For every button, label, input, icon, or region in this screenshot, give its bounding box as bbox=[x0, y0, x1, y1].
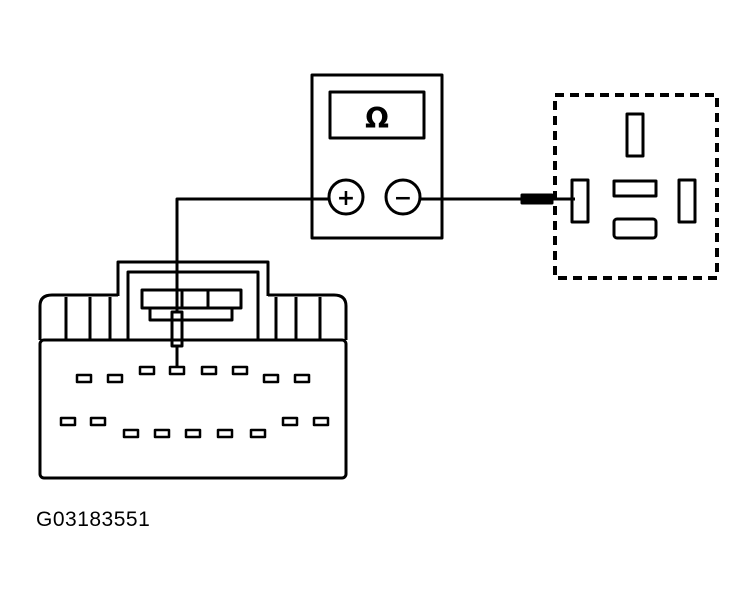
connector-upper-shell bbox=[38, 293, 348, 340]
negative-probe-tip bbox=[520, 193, 554, 205]
relay-outline bbox=[553, 93, 719, 280]
positive-terminal bbox=[327, 178, 365, 216]
relay-terminal-bottom bbox=[612, 217, 658, 240]
positive-terminal-label: + bbox=[337, 186, 355, 211]
relay-terminal-center bbox=[612, 179, 658, 198]
negative-terminal bbox=[384, 178, 422, 216]
connector-latch-inner bbox=[126, 270, 260, 296]
relay-terminal-left bbox=[570, 178, 590, 224]
figure-id: G03183551 bbox=[36, 508, 151, 531]
ohmmeter-display bbox=[328, 90, 426, 140]
connector-pin-row-1 bbox=[75, 365, 311, 384]
probed-pin-cavity bbox=[168, 365, 186, 376]
relay bbox=[553, 93, 719, 280]
connector-pin-row-2 bbox=[59, 416, 330, 439]
ohm-symbol: Ω bbox=[365, 102, 389, 135]
relay-terminal-top bbox=[625, 112, 645, 158]
connector-latch-window bbox=[140, 288, 243, 310]
connector-body bbox=[38, 338, 348, 480]
ohmmeter: Ω + − bbox=[310, 73, 444, 240]
connector-latch-housing bbox=[116, 260, 270, 296]
positive-test-lead bbox=[175, 197, 329, 345]
relay-terminal-right bbox=[677, 178, 697, 224]
negative-terminal-label: − bbox=[394, 186, 412, 211]
harness-connector bbox=[38, 260, 348, 480]
test-leads bbox=[170, 193, 575, 368]
